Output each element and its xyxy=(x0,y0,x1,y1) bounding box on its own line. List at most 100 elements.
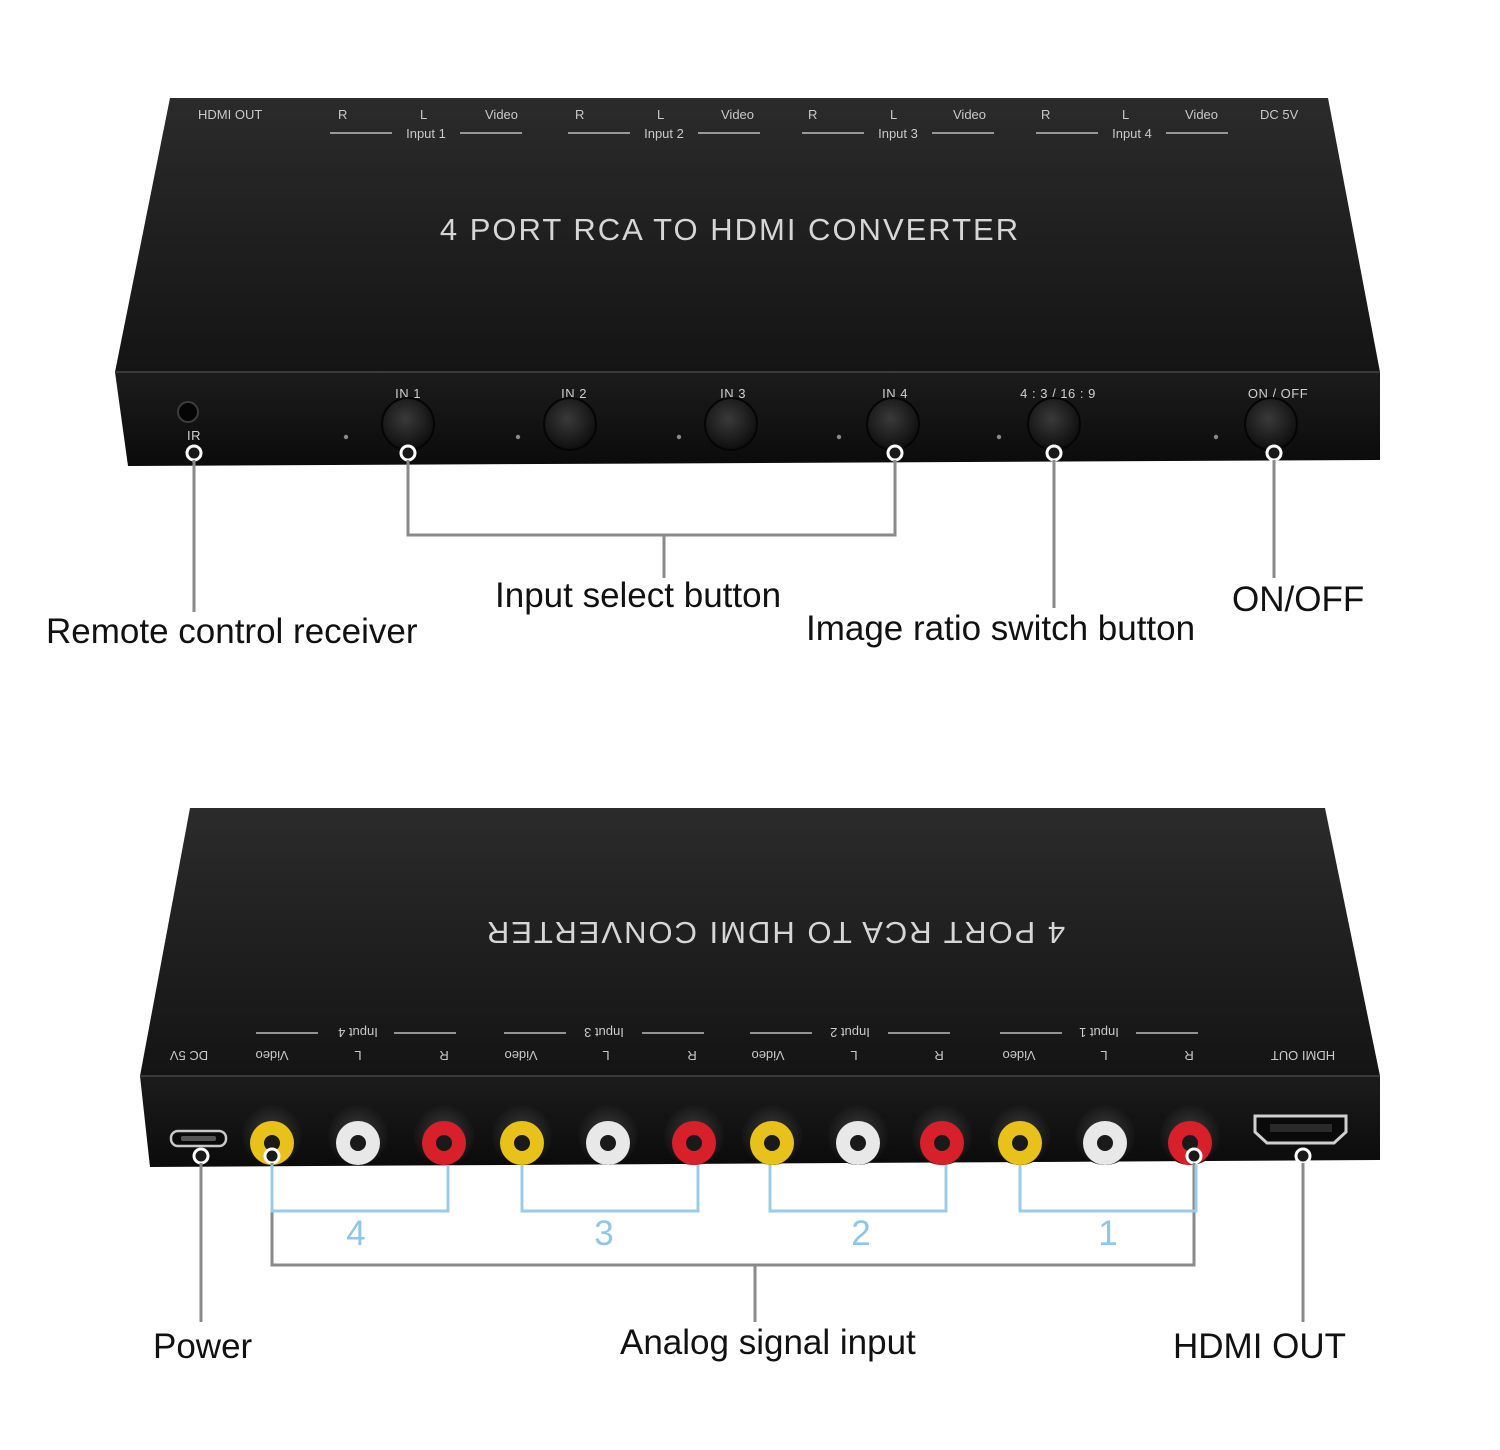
rear-device-title: 4 PORT RCA TO HDMI CONVERTER xyxy=(485,915,1065,950)
rear-label-l: L xyxy=(850,1048,857,1063)
top-label-input-name: Input 2 xyxy=(644,126,684,141)
front-device-title: 4 PORT RCA TO HDMI CONVERTER xyxy=(440,212,1020,247)
rear-label-l: L xyxy=(1100,1048,1107,1063)
rca-jack-left xyxy=(1075,1105,1135,1165)
rear-input-group-1: Video L R Input 1 xyxy=(1000,1025,1198,1063)
rca-jack-video xyxy=(742,1105,802,1165)
rear-label-video: Video xyxy=(1002,1048,1035,1063)
callout-dot-icon xyxy=(886,444,904,462)
top-label-r: R xyxy=(1041,107,1050,122)
top-label-input-name: Input 3 xyxy=(878,126,918,141)
rca-jack-video xyxy=(242,1105,302,1165)
top-label-video: Video xyxy=(953,107,986,122)
callout-dot-icon xyxy=(1045,444,1063,462)
group-number-1: 1 xyxy=(1098,1214,1117,1253)
button-in-1[interactable]: IN 1 xyxy=(381,386,435,451)
callout-remote-receiver: Remote control receiver xyxy=(46,612,418,651)
rca-jack-right xyxy=(414,1105,474,1165)
rear-device-top xyxy=(140,808,1380,1076)
rear-label-input-name: Input 1 xyxy=(1079,1025,1119,1040)
top-label-input-name: Input 4 xyxy=(1112,126,1152,141)
top-input-group-1: R L Video Input 1 xyxy=(330,107,522,141)
rear-label-dc: DC 5V xyxy=(170,1048,209,1063)
ir-label: IR xyxy=(187,428,201,443)
top-label-r: R xyxy=(575,107,584,122)
button-label: IN 4 xyxy=(882,386,908,401)
hdmi-port-icon xyxy=(1253,1114,1348,1145)
led-dot-icon xyxy=(343,434,349,440)
callout-analog-input: Analog signal input xyxy=(620,1323,916,1362)
group-number-2: 2 xyxy=(851,1214,870,1253)
rear-label-l: L xyxy=(602,1048,609,1063)
rear-label-r: R xyxy=(687,1048,696,1063)
led-dot-icon xyxy=(676,434,682,440)
top-label-r: R xyxy=(808,107,817,122)
top-label-hdmi-out: HDMI OUT xyxy=(198,107,262,122)
rca-jack-video xyxy=(990,1105,1050,1165)
rear-label-input-name: Input 3 xyxy=(584,1025,624,1040)
rear-label-r: R xyxy=(439,1048,448,1063)
top-label-r: R xyxy=(338,107,347,122)
top-input-group-3: R L Video Input 3 xyxy=(802,107,994,141)
button-aspect-ratio[interactable]: 4 : 3 / 16 : 9 xyxy=(1020,386,1096,451)
top-input-group-4: R L Video Input 4 xyxy=(1036,107,1228,141)
rear-label-l: L xyxy=(354,1048,361,1063)
rear-input-group-4: Video L R Input 4 xyxy=(255,1025,456,1063)
top-label-l: L xyxy=(890,107,897,122)
ir-receiver-icon xyxy=(177,401,199,423)
rear-label-video: Video xyxy=(751,1048,784,1063)
rear-label-video: Video xyxy=(255,1048,288,1063)
top-label-input-name: Input 1 xyxy=(406,126,446,141)
callout-hdmi-out: HDMI OUT xyxy=(1173,1327,1346,1366)
top-label-l: L xyxy=(420,107,427,122)
group-number-3: 3 xyxy=(594,1214,613,1253)
callout-dot-icon xyxy=(1265,444,1283,462)
led-dot-icon xyxy=(1213,434,1219,440)
button-in-2[interactable]: IN 2 xyxy=(543,386,597,451)
callout-dot-icon xyxy=(399,444,417,462)
button-in-3[interactable]: IN 3 xyxy=(704,386,758,451)
callout-dot-icon xyxy=(1185,1147,1203,1165)
front-leader-lines xyxy=(185,444,1283,612)
rear-input-group-2: Video L R Input 2 xyxy=(750,1025,950,1063)
rear-label-r: R xyxy=(934,1048,943,1063)
button-label: 4 : 3 / 16 : 9 xyxy=(1020,386,1096,401)
top-label-video: Video xyxy=(721,107,754,122)
front-device: HDMI OUT DC 5V R L Video Input 1 R L Vid… xyxy=(115,98,1380,466)
callout-image-ratio: Image ratio switch button xyxy=(806,609,1195,648)
rear-input-group-3: Video L R Input 3 xyxy=(504,1025,704,1063)
top-input-group-2: R L Video Input 2 xyxy=(568,107,760,141)
top-label-l: L xyxy=(1122,107,1129,122)
rear-label-input-name: Input 2 xyxy=(830,1025,870,1040)
callout-on-off: ON/OFF xyxy=(1232,580,1364,619)
top-label-dc: DC 5V xyxy=(1260,107,1299,122)
callout-dot-icon xyxy=(192,1147,210,1165)
callout-dot-icon xyxy=(185,444,203,462)
led-dot-icon xyxy=(515,434,521,440)
rear-label-r: R xyxy=(1184,1048,1193,1063)
callout-power: Power xyxy=(153,1327,253,1366)
button-label: ON / OFF xyxy=(1248,386,1308,401)
rear-label-video: Video xyxy=(504,1048,537,1063)
button-label: IN 1 xyxy=(395,386,421,401)
front-device-top xyxy=(115,98,1380,372)
callout-input-select: Input select button xyxy=(495,576,781,615)
rear-label-hdmi-out: HDMI OUT xyxy=(1271,1048,1335,1063)
rear-leader-lines xyxy=(192,1147,1312,1322)
rca-jack-left xyxy=(578,1105,638,1165)
callout-dot-icon xyxy=(1294,1147,1312,1165)
rca-jack-left xyxy=(828,1105,888,1165)
rear-device: 4 PORT RCA TO HDMI CONVERTER DC 5V HDMI … xyxy=(140,808,1380,1167)
rca-jack-right xyxy=(912,1105,972,1165)
rca-jack-left xyxy=(328,1105,388,1165)
led-dot-icon xyxy=(996,434,1002,440)
led-dot-icon xyxy=(836,434,842,440)
button-label: IN 3 xyxy=(720,386,746,401)
top-label-video: Video xyxy=(1185,107,1218,122)
rca-jack-right xyxy=(664,1105,724,1165)
top-label-l: L xyxy=(657,107,664,122)
callout-dot-icon xyxy=(263,1147,281,1165)
rear-label-input-name: Input 4 xyxy=(338,1025,378,1040)
top-label-video: Video xyxy=(485,107,518,122)
